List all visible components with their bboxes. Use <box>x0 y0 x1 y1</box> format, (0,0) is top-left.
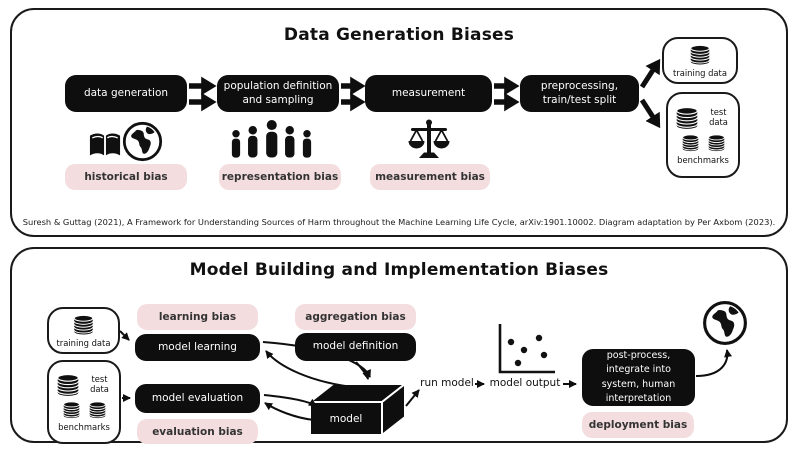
historical-bias-badge: historical bias <box>65 164 187 190</box>
database-icon <box>54 372 82 397</box>
book-icon <box>89 133 121 156</box>
benchmarks-label: benchmarks <box>58 421 110 432</box>
database-icon <box>680 133 701 152</box>
test-data-label: test data <box>709 106 728 128</box>
deployment-bias-badge: deployment bias <box>582 412 694 438</box>
bottom-panel-title: Model Building and Implementation Biases <box>189 260 609 280</box>
globe-icon <box>122 121 163 162</box>
model-evaluation-box: model evaluation <box>135 384 260 413</box>
run-model-label: run model <box>420 377 474 389</box>
measurement-bias-badge: measurement bias <box>370 164 490 190</box>
test-data-benchmarks-box: test data benchmarks <box>666 92 740 178</box>
flow-step-population-definition: population definition and sampling <box>217 75 339 112</box>
database-icon <box>673 105 701 130</box>
database-icon <box>687 43 713 66</box>
model-output-label: model output <box>489 377 561 389</box>
training-data-box: training data <box>47 307 120 354</box>
training-data-box: training data <box>662 37 738 84</box>
benchmarks-label: benchmarks <box>677 154 729 165</box>
model-building-panel: Model Building and Implementation Biases… <box>10 247 788 444</box>
flow-step-measurement: measurement <box>365 75 492 112</box>
top-panel-title: Data Generation Biases <box>283 25 515 45</box>
people-icon <box>231 120 312 158</box>
model-learning-box: model learning <box>135 334 260 361</box>
training-data-label: training data <box>56 337 111 348</box>
scatter-plot-icon <box>498 324 555 374</box>
flow-step-data-generation: data generation <box>65 75 187 112</box>
scales-icon <box>408 119 450 158</box>
learning-bias-badge: learning bias <box>137 304 258 330</box>
post-process-box: post-process, integrate into system, hum… <box>582 349 695 406</box>
model-definition-box: model definition <box>295 333 416 361</box>
data-generation-panel: Data Generation Biases data generation p… <box>10 8 788 237</box>
training-data-label: training data <box>673 67 727 78</box>
database-icon <box>70 313 97 336</box>
globe-icon <box>702 300 748 346</box>
test-data-benchmarks-box: test data benchmarks <box>47 360 121 444</box>
flow-step-preprocessing: preprocessing, train/test split <box>520 75 639 112</box>
evaluation-bias-badge: evaluation bias <box>137 419 258 444</box>
database-icon <box>706 133 727 152</box>
database-icon <box>87 400 108 419</box>
database-icon <box>61 400 82 419</box>
representation-bias-badge: representation bias <box>219 164 341 190</box>
citation-text: Suresh & Guttag (2021), A Framework for … <box>22 217 776 227</box>
aggregation-bias-badge: aggregation bias <box>295 304 416 330</box>
test-data-label: test data <box>90 373 109 395</box>
model-label: model <box>329 412 363 425</box>
